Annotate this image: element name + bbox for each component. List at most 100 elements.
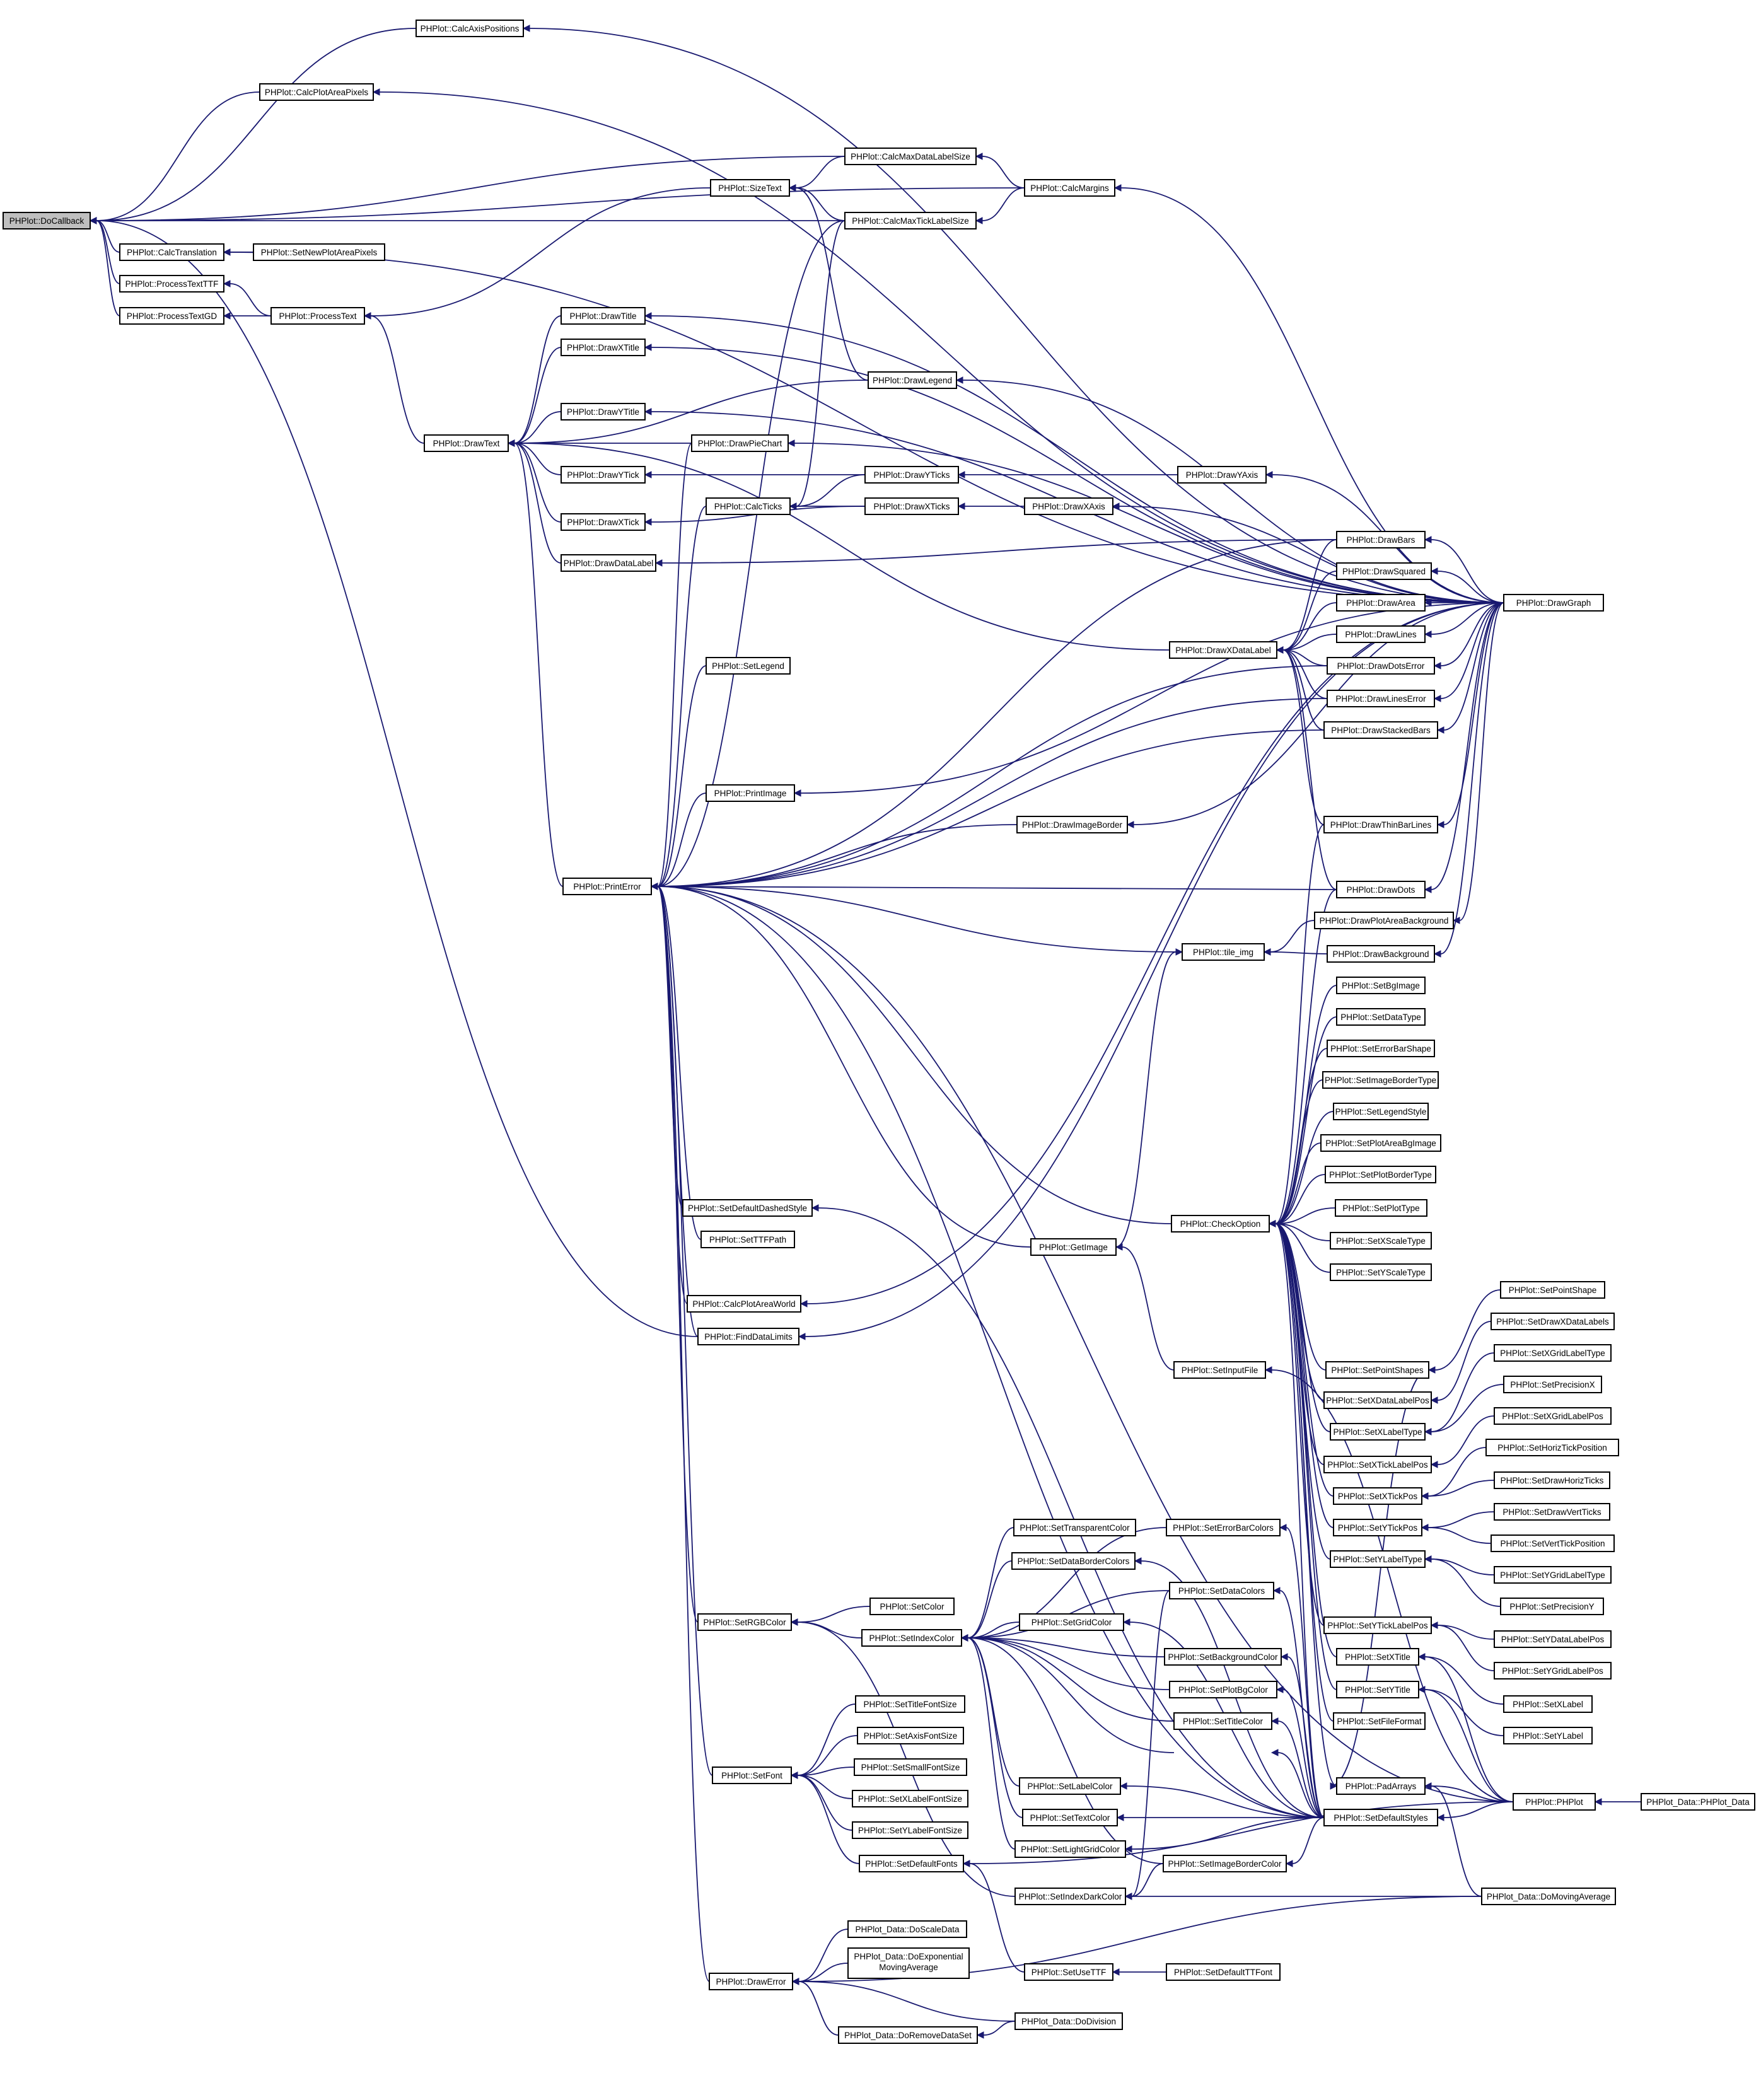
node-drawlegend[interactable]: PHPlot::DrawLegend <box>868 371 957 389</box>
node-docallback[interactable]: PHPlot::DoCallback <box>3 212 91 229</box>
node-settextcolor[interactable]: PHPlot::SetTextColor <box>1022 1809 1118 1826</box>
node-setimagebordercolor[interactable]: PHPlot::SetImageBorderColor <box>1163 1855 1287 1872</box>
node-setlegend[interactable]: PHPlot::SetLegend <box>706 657 791 675</box>
node-drawtitle[interactable]: PHPlot::DrawTitle <box>561 307 646 325</box>
node-drawstackedbars[interactable]: PHPlot::DrawStackedBars <box>1323 721 1438 739</box>
node-setttfpath[interactable]: PHPlot::SetTTFPath <box>700 1231 795 1248</box>
node-setylabelfontsize[interactable]: PHPlot::SetYLabelFontSize <box>852 1821 968 1839</box>
node-seterrorbarcolors[interactable]: PHPlot::SetErrorBarColors <box>1166 1519 1281 1536</box>
node-setyticklabelpos[interactable]: PHPlot::SetYTickLabelPos <box>1323 1616 1432 1634</box>
node-setdatacolors[interactable]: PHPlot::SetDataColors <box>1169 1582 1274 1599</box>
node-setplotbordertype[interactable]: PHPlot::SetPlotBorderType <box>1325 1166 1436 1183</box>
node-drawytick[interactable]: PHPlot::DrawYTick <box>561 466 646 484</box>
node-setdrawvertticks[interactable]: PHPlot::SetDrawVertTicks <box>1494 1503 1610 1521</box>
node-setindexcolor[interactable]: PHPlot::SetIndexColor <box>861 1629 962 1647</box>
node-drawarea[interactable]: PHPlot::DrawArea <box>1336 594 1426 612</box>
node-calcmaxticklabelsize[interactable]: PHPlot::CalcMaxTickLabelSize <box>844 212 977 229</box>
node-setygridlabeltype[interactable]: PHPlot::SetYGridLabelType <box>1494 1566 1612 1584</box>
node-checkoption[interactable]: PHPlot::CheckOption <box>1171 1215 1270 1233</box>
node-drawxtitle[interactable]: PHPlot::DrawXTitle <box>561 339 646 356</box>
node-setimagebordertype[interactable]: PHPlot::SetImageBorderType <box>1322 1071 1439 1089</box>
node-setxtitle[interactable]: PHPlot::SetXTitle <box>1336 1648 1419 1666</box>
node-setxlabel[interactable]: PHPlot::SetXLabel <box>1503 1695 1593 1713</box>
node-setdefaultdashedstyle[interactable]: PHPlot::SetDefaultDashedStyle <box>682 1199 813 1217</box>
node-drawerror[interactable]: PHPlot::DrawError <box>709 1973 793 1990</box>
node-drawgraph[interactable]: PHPlot::DrawGraph <box>1503 594 1604 612</box>
node-sizetext[interactable]: PHPlot::SizeText <box>710 179 790 197</box>
node-drawxdatalabel[interactable]: PHPlot::DrawXDataLabel <box>1169 641 1277 659</box>
node-finddatalimits[interactable]: PHPlot::FindDataLimits <box>697 1328 799 1345</box>
node-drawdots[interactable]: PHPlot::DrawDots <box>1336 881 1426 898</box>
node-drawthinbarlines[interactable]: PHPlot::DrawThinBarLines <box>1323 816 1438 833</box>
node-doscaledata[interactable]: PHPlot_Data::DoScaleData <box>847 1920 967 1938</box>
node-getimage[interactable]: PHPlot::GetImage <box>1030 1238 1117 1256</box>
node-setdrawhorizticks[interactable]: PHPlot::SetDrawHorizTicks <box>1494 1471 1610 1489</box>
node-setindexdarkcolor[interactable]: PHPlot::SetIndexDarkColor <box>1014 1888 1126 1905</box>
node-setgridcolor[interactable]: PHPlot::SetGridColor <box>1019 1613 1124 1631</box>
node-phplot_data_ctor[interactable]: PHPlot_Data::PHPlot_Data <box>1641 1793 1755 1811</box>
node-setxtickpos[interactable]: PHPlot::SetXTickPos <box>1333 1487 1422 1505</box>
node-setbackgroundcolor[interactable]: PHPlot::SetBackgroundColor <box>1164 1648 1282 1666</box>
node-processtextgd[interactable]: PHPlot::ProcessTextGD <box>119 307 224 325</box>
node-setxlabelfontsize[interactable]: PHPlot::SetXLabelFontSize <box>852 1790 968 1807</box>
node-drawplotareabackground[interactable]: PHPlot::DrawPlotAreaBackground <box>1314 912 1454 929</box>
node-calcaxispositions[interactable]: PHPlot::CalcAxisPositions <box>416 20 524 37</box>
node-setdatatype[interactable]: PHPlot::SetDataType <box>1336 1008 1426 1026</box>
node-setaxisfontsize[interactable]: PHPlot::SetAxisFontSize <box>857 1727 964 1744</box>
node-setxlabeltype[interactable]: PHPlot::SetXLabelType <box>1330 1423 1426 1441</box>
node-setcolor[interactable]: PHPlot::SetColor <box>869 1598 955 1615</box>
node-setlegendstyle[interactable]: PHPlot::SetLegendStyle <box>1333 1103 1429 1120</box>
node-drawlines[interactable]: PHPlot::DrawLines <box>1336 625 1426 643</box>
node-dodivision[interactable]: PHPlot_Data::DoDivision <box>1014 2012 1123 2030</box>
node-drawxtick[interactable]: PHPlot::DrawXTick <box>561 513 646 531</box>
node-calctranslation[interactable]: PHPlot::CalcTranslation <box>119 243 224 261</box>
node-drawdotserror[interactable]: PHPlot::DrawDotsError <box>1327 657 1435 675</box>
node-printimage[interactable]: PHPlot::PrintImage <box>706 784 795 802</box>
node-setsmallfontsize[interactable]: PHPlot::SetSmallFontSize <box>854 1758 967 1776</box>
node-drawdatalabel[interactable]: PHPlot::DrawDataLabel <box>561 554 656 572</box>
node-setprecisionx[interactable]: PHPlot::SetPrecisionX <box>1503 1376 1602 1393</box>
node-drawtext[interactable]: PHPlot::DrawText <box>424 434 509 452</box>
node-drawbars[interactable]: PHPlot::DrawBars <box>1336 531 1426 548</box>
node-setinputfile[interactable]: PHPlot::SetInputFile <box>1173 1361 1266 1379</box>
node-setfileformat[interactable]: PHPlot::SetFileFormat <box>1333 1712 1426 1730</box>
node-setylabeltype[interactable]: PHPlot::SetYLabelType <box>1330 1550 1426 1568</box>
node-calcmargins[interactable]: PHPlot::CalcMargins <box>1024 179 1115 197</box>
node-setxdatalabelpos[interactable]: PHPlot::SetXDataLabelPos <box>1323 1391 1432 1409</box>
node-setdrawxdatalabels[interactable]: PHPlot::SetDrawXDataLabels <box>1491 1313 1615 1330</box>
node-setprecisiony[interactable]: PHPlot::SetPrecisionY <box>1500 1598 1604 1615</box>
node-setytitle[interactable]: PHPlot::SetYTitle <box>1336 1681 1419 1698</box>
node-drawimageborder[interactable]: PHPlot::DrawImageBorder <box>1016 816 1128 833</box>
node-drawbackground[interactable]: PHPlot::DrawBackground <box>1327 945 1435 963</box>
node-printerror[interactable]: PHPlot::PrintError <box>562 878 652 895</box>
node-setydatalabelpos[interactable]: PHPlot::SetYDataLabelPos <box>1494 1630 1612 1648</box>
node-settransparentcolor[interactable]: PHPlot::SetTransparentColor <box>1013 1519 1136 1536</box>
node-setlabelcolor[interactable]: PHPlot::SetLabelColor <box>1019 1777 1121 1795</box>
node-setlightgridcolor[interactable]: PHPlot::SetLightGridColor <box>1014 1840 1126 1858</box>
node-drawxticks[interactable]: PHPlot::DrawXTicks <box>864 497 959 515</box>
node-calcplotareaworld[interactable]: PHPlot::CalcPlotAreaWorld <box>687 1295 801 1313</box>
node-drawlineserror[interactable]: PHPlot::DrawLinesError <box>1327 690 1435 707</box>
node-setplotbgcolor[interactable]: PHPlot::SetPlotBgColor <box>1169 1681 1277 1698</box>
node-seterrorbarshape[interactable]: PHPlot::SetErrorBarShape <box>1327 1040 1435 1057</box>
node-drawsquared[interactable]: PHPlot::DrawSquared <box>1336 562 1432 580</box>
node-drawyaxis[interactable]: PHPlot::DrawYAxis <box>1177 466 1267 484</box>
node-setplotareabgimage[interactable]: PHPlot::SetPlotAreaBgImage <box>1320 1134 1441 1152</box>
node-calcticks[interactable]: PHPlot::CalcTicks <box>706 497 791 515</box>
node-setverttickposition[interactable]: PHPlot::SetVertTickPosition <box>1491 1534 1615 1552</box>
node-domovingaverage[interactable]: PHPlot_Data::DoMovingAverage <box>1481 1888 1616 1905</box>
node-drawxaxis[interactable]: PHPlot::DrawXAxis <box>1024 497 1113 515</box>
node-setnewplotareapixels[interactable]: PHPlot::SetNewPlotAreaPixels <box>253 243 385 261</box>
node-setpointshapes[interactable]: PHPlot::SetPointShapes <box>1325 1361 1429 1379</box>
node-setyscaletype[interactable]: PHPlot::SetYScaleType <box>1330 1263 1432 1281</box>
node-phplot[interactable]: PHPlot::PHPlot <box>1513 1793 1596 1811</box>
node-settitlefontsize[interactable]: PHPlot::SetTitleFontSize <box>855 1695 965 1713</box>
node-setxscaletype[interactable]: PHPlot::SetXScaleType <box>1330 1232 1432 1250</box>
node-setylabel[interactable]: PHPlot::SetYLabel <box>1503 1727 1593 1744</box>
node-calcplotareapixels[interactable]: PHPlot::CalcPlotAreaPixels <box>259 83 374 101</box>
node-setdefaultfonts[interactable]: PHPlot::SetDefaultFonts <box>859 1855 964 1872</box>
node-setytickpos[interactable]: PHPlot::SetYTickPos <box>1333 1519 1422 1536</box>
node-setygridlabelpos[interactable]: PHPlot::SetYGridLabelPos <box>1494 1662 1612 1679</box>
node-doremovedataset[interactable]: PHPlot_Data::DoRemoveDataSet <box>838 2026 978 2044</box>
